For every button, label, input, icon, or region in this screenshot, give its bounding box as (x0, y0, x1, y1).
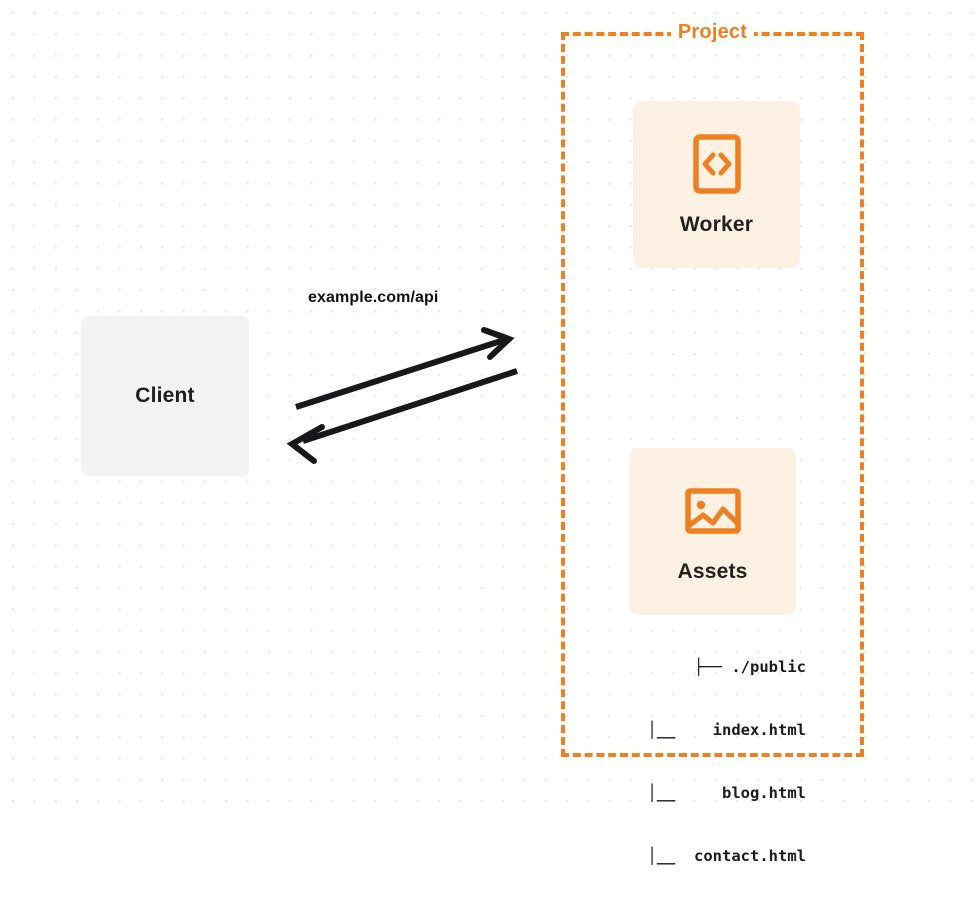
image-icon (684, 487, 741, 534)
diagram-canvas: Client example.com/api Project Worker (0, 0, 980, 865)
client-node[interactable]: Client (81, 316, 249, 476)
file-tree-line: │__ contact.html (647, 847, 806, 865)
client-node-label: Client (135, 384, 195, 407)
file-tree-line: ├── ./public (694, 658, 806, 676)
inbound-arrow-icon (286, 368, 518, 464)
outbound-arrow-icon (295, 327, 515, 410)
file-tree-line: │__ index.html (647, 721, 806, 739)
assets-card[interactable]: Assets (629, 448, 796, 615)
project-title-text: Project (670, 21, 755, 43)
connection-label: example.com/api (308, 289, 439, 306)
code-brackets-icon (692, 133, 741, 194)
project-title: Project (561, 21, 864, 44)
assets-file-tree: ├── ./public │__ index.html │__ blog.htm… (606, 615, 806, 909)
file-tree-line: │__ blog.html (647, 784, 806, 802)
worker-card[interactable]: Worker (633, 101, 800, 268)
assets-card-label: Assets (677, 559, 748, 583)
worker-card-label: Worker (679, 212, 754, 236)
